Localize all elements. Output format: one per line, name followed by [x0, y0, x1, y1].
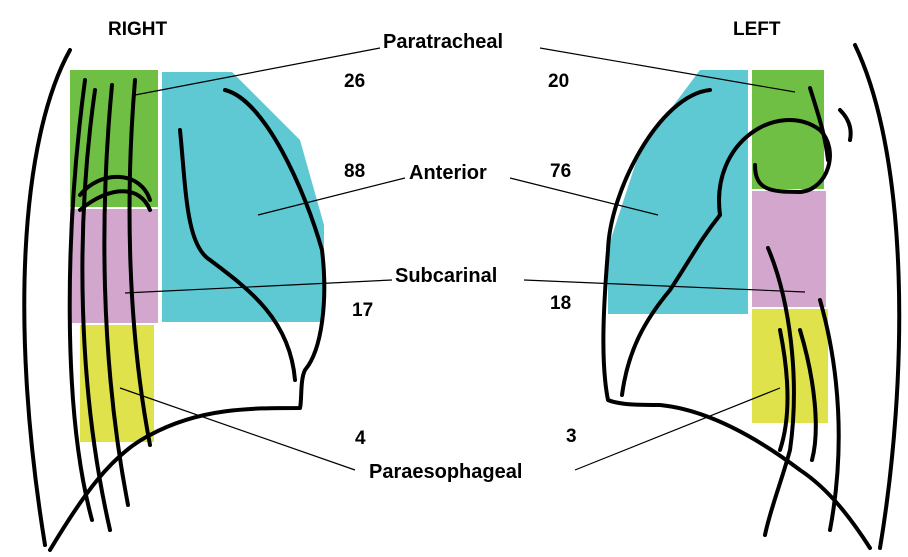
left-paratracheal-zone — [752, 70, 824, 190]
left-paratracheal-value: 20 — [548, 72, 569, 91]
right-paraesophageal-value: 4 — [355, 429, 366, 448]
right-side-label: RIGHT — [108, 20, 167, 39]
left-side-label: LEFT — [733, 20, 781, 39]
anterior-label: Anterior — [406, 163, 490, 183]
left-paraesophageal-value: 3 — [566, 427, 577, 446]
paraesophageal-label: Paraesophageal — [366, 462, 525, 482]
right-anterior-value: 88 — [344, 162, 365, 181]
paratracheal-label: Paratracheal — [380, 32, 506, 52]
right-subcarinal-value: 17 — [352, 301, 373, 320]
left-anterior-value: 76 — [550, 162, 571, 181]
left-subcarinal-value: 18 — [550, 294, 571, 313]
right-paratracheal-value: 26 — [344, 72, 365, 91]
subcarinal-label: Subcarinal — [392, 266, 500, 286]
